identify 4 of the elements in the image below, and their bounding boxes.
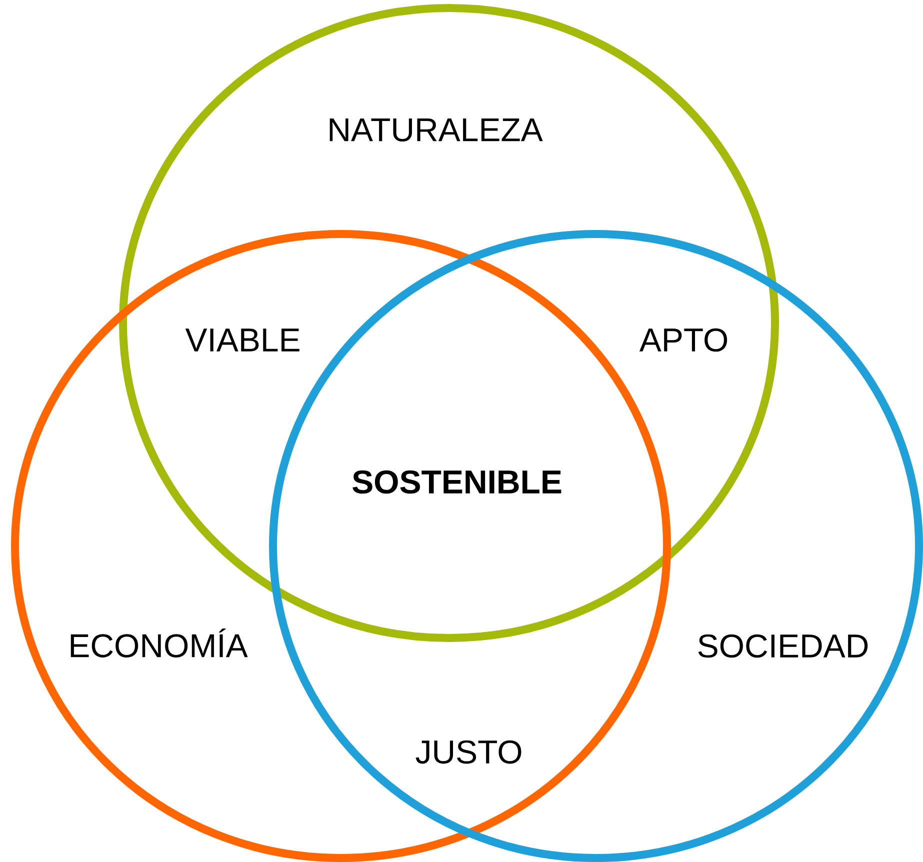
region-label: APTO — [639, 328, 728, 352]
region-label: SOSTENIBLE — [352, 470, 562, 494]
region-label: VIABLE — [185, 328, 300, 352]
region-label: JUSTO — [416, 740, 522, 764]
